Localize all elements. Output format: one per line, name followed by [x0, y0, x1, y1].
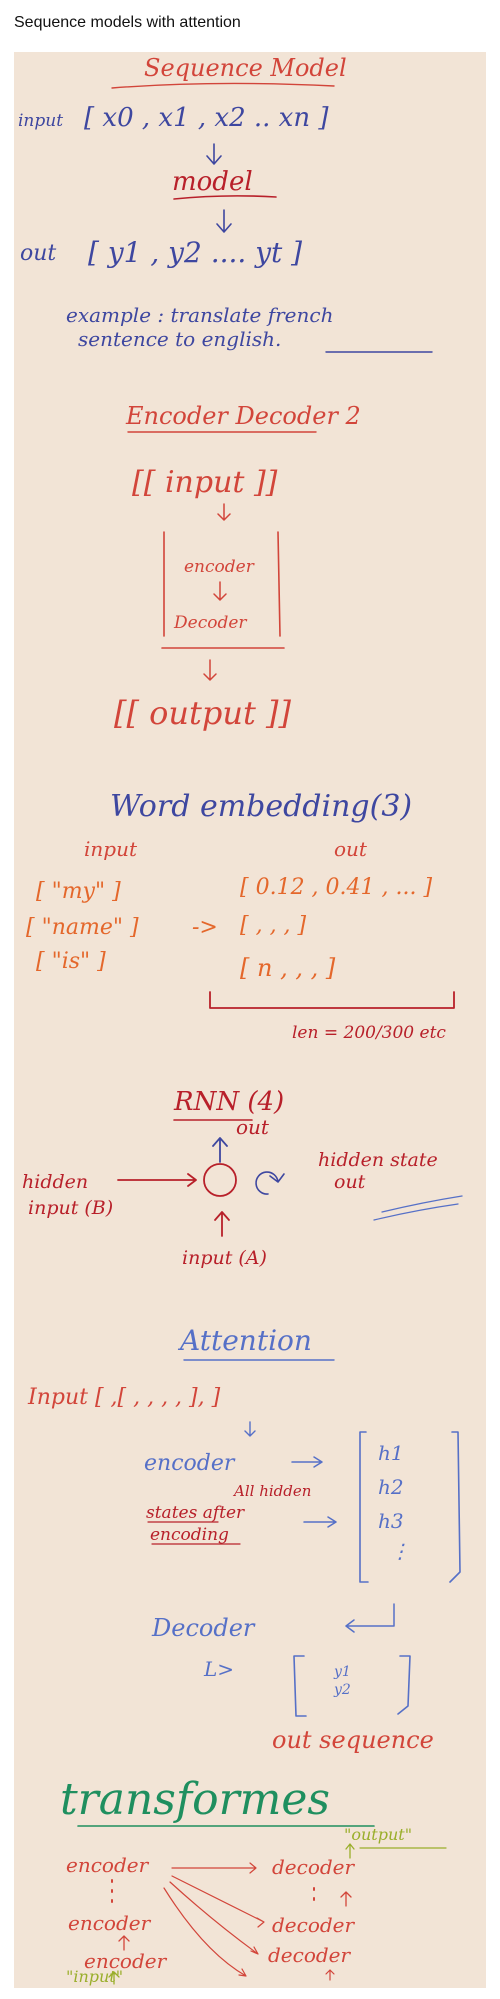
rnn-hidden-state-scribble [373, 1195, 463, 1221]
rnn-cell-node [203, 1163, 237, 1197]
seq-title-underline [111, 82, 335, 89]
seq-title: Sequence Model [144, 54, 347, 82]
rnn-arrow-up-input [214, 1211, 230, 1237]
seq-model-underline [173, 195, 277, 200]
tr-decoder-bottom-arrow [325, 1969, 335, 1981]
att-y2: y2 [333, 1682, 351, 1698]
encdec-encoder: encoder [184, 557, 255, 577]
seq-example-line1: example : translate french [66, 303, 333, 327]
att-y1: y1 [333, 1664, 351, 1680]
rnn-arrow-right-hidden [117, 1173, 197, 1187]
tr-decoder-arrow [340, 1891, 352, 1907]
rnn-hidden-state: hidden state [318, 1149, 438, 1171]
seq-model-label: model [172, 167, 253, 197]
att-encoder: encoder [144, 1451, 236, 1476]
we-length-brace [209, 991, 455, 1009]
tr-encoder-3: encoder [84, 1949, 168, 1973]
att-h1: h1 [378, 1441, 404, 1465]
tr-encoder-1: encoder [66, 1853, 150, 1877]
att-ellipsis: ⋮ [390, 1539, 410, 1563]
encdec-output: [[ output ]] [114, 694, 291, 732]
encdec-box [161, 531, 285, 649]
seq-out-vector: [ y1 , y2 .... yt ] [88, 236, 302, 269]
rnn-out-label: out [236, 1115, 270, 1139]
att-states-line3: encoding [150, 1525, 229, 1545]
att-arrow-right-encoder [291, 1456, 323, 1468]
handwritten-note: Sequence Model input [ x0 , x1 , x2 .. x… [18, 54, 463, 1986]
we-in-2: [ "name" ] [26, 915, 139, 940]
tr-input: "input" [66, 1967, 123, 1986]
att-states-underline [147, 1521, 241, 1545]
we-arrow: -> [192, 915, 218, 940]
handwritten-note-canvas: Sequence Model input [ x0 , x1 , x2 .. x… [14, 52, 486, 1988]
seq-arrow-down-2 [216, 209, 232, 233]
we-out-2: [ , , , ] [240, 913, 307, 938]
tr-input-arrow [108, 1971, 120, 1985]
we-length-label: len = 200/300 etc [292, 1023, 446, 1043]
seq-example-line2: sentence to english. [78, 327, 281, 351]
tr-decoder-3: decoder [268, 1943, 352, 1967]
tr-title: transformes [60, 1774, 330, 1825]
encdec-input: [[ input ]] [132, 465, 278, 500]
we-in-3: [ "is" ] [36, 949, 106, 974]
rnn-title: RNN (4) [173, 1087, 284, 1117]
page-title: Sequence models with attention [14, 14, 241, 31]
we-input-label: input [84, 837, 138, 861]
seq-arrow-down-1 [206, 143, 222, 165]
encdec-decoder: Decoder [173, 613, 247, 633]
rnn-loop-arrow [255, 1171, 285, 1195]
tr-encoder-arrow-1 [118, 1935, 130, 1951]
seq-input-vector: [ x0 , x1 , x2 .. xn ] [84, 103, 329, 133]
att-input: Input [ ,[ , , , , ], ] [27, 1385, 221, 1410]
tr-decoder-1: decoder [272, 1855, 356, 1879]
att-output-bracket [293, 1655, 411, 1717]
rnn-hidden-input-2: input (B) [28, 1197, 113, 1219]
rnn-hidden-state-out: out [334, 1171, 366, 1193]
we-out-1: [ 0.12 , 0.41 , ... ] [240, 875, 432, 900]
att-arrow-right-states [303, 1516, 337, 1528]
att-out-sequence: out sequence [272, 1726, 434, 1754]
att-hidden-bracket [359, 1431, 461, 1583]
encdec-arrow-down-1 [217, 503, 231, 521]
encdec-arrow-down-2 [213, 581, 227, 601]
att-title: Attention [177, 1324, 312, 1357]
tr-output: "output" [344, 1825, 412, 1844]
att-decoder: Decoder [151, 1614, 256, 1642]
encdec-arrow-down-3 [203, 659, 217, 681]
att-states-line1: All hidden [232, 1482, 311, 1500]
we-in-1: [ "my" ] [36, 879, 121, 904]
rnn-arrow-up-out [212, 1137, 228, 1163]
att-states-line2: states after [146, 1503, 245, 1523]
att-h3: h3 [378, 1509, 404, 1533]
we-title: Word embedding(3) [110, 789, 412, 824]
att-arrow-down [244, 1421, 256, 1437]
we-out-3: [ n , , , ] [240, 954, 336, 982]
seq-input-label: input [18, 111, 63, 131]
att-arrow-sub: L> [203, 1657, 234, 1681]
encdec-title: Encoder Decoder 2 [125, 402, 361, 430]
tr-output-arrow [345, 1843, 355, 1859]
att-arrow-left-decoder [345, 1603, 395, 1633]
rnn-input-label: input (A) [182, 1247, 267, 1269]
page-header: Sequence models with attention [0, 0, 500, 50]
tr-encoder-2: encoder [68, 1911, 152, 1935]
tr-decoder-2: decoder [272, 1913, 356, 1937]
att-h2: h2 [378, 1475, 404, 1499]
tr-enc-to-dec-arrows [163, 1862, 265, 1977]
we-out-label: out [334, 837, 368, 861]
seq-out-label: out [20, 241, 56, 266]
rnn-hidden-input-1: hidden [22, 1171, 88, 1193]
